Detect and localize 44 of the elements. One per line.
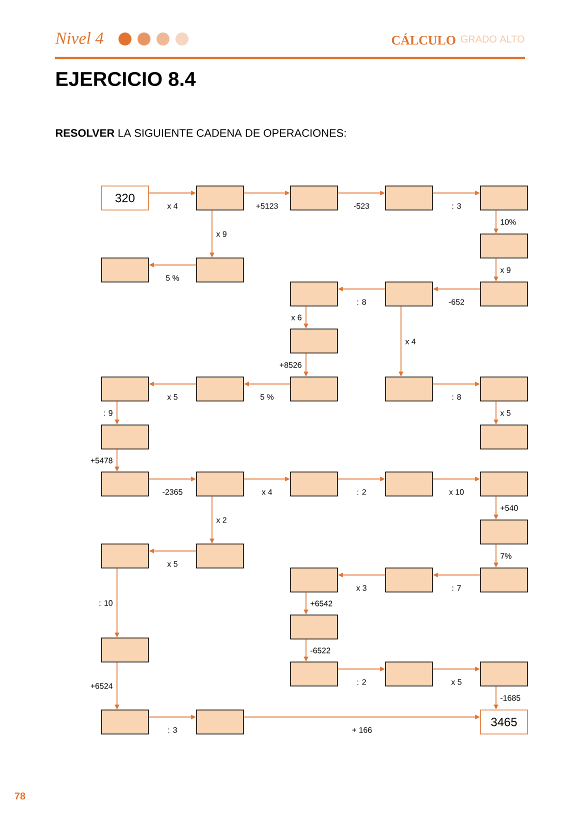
- number-box: 3465: [480, 710, 528, 734]
- answer-box: [196, 544, 244, 568]
- answer-box: [480, 282, 528, 306]
- answer-box: [196, 186, 244, 210]
- level-text: Nivel 4: [55, 32, 104, 44]
- answer-box: [480, 662, 528, 686]
- title: EJERCICIO 8.4: [56, 72, 196, 86]
- answer-box: [101, 472, 149, 496]
- subject-text: CÁLCULO: [392, 33, 456, 45]
- answer-box: [101, 710, 149, 734]
- answer-box: [385, 186, 433, 210]
- answer-box: [480, 186, 528, 210]
- answer-box: [196, 710, 244, 734]
- answer-box: [290, 662, 338, 686]
- answer-box: [385, 376, 433, 402]
- subject-text: GRADO ALTO: [460, 35, 524, 43]
- answer-box: [196, 258, 244, 282]
- answer-box: [480, 520, 528, 544]
- answer-box: [385, 568, 433, 592]
- answer-box: [101, 544, 149, 568]
- answer-box: [290, 568, 338, 592]
- answer-box: [101, 424, 149, 450]
- answer-box: [196, 472, 244, 496]
- answer-box: [480, 424, 528, 450]
- answer-box: [290, 328, 338, 354]
- answer-box: [290, 282, 338, 306]
- answer-box: [290, 376, 338, 402]
- answer-box: [385, 472, 433, 496]
- number-box: 320: [101, 186, 149, 210]
- instruction-text: RESOLVER LA SIGUIENTE CADENA DE OPERACIONES:: [56, 129, 346, 137]
- answer-box: [290, 472, 338, 496]
- answer-box: [385, 282, 433, 306]
- answer-box: [196, 376, 244, 402]
- answer-box: [480, 568, 528, 592]
- answer-box: [480, 472, 528, 496]
- answer-box: [101, 638, 149, 662]
- answer-box: [480, 234, 528, 258]
- answer-box: [101, 376, 149, 402]
- answer-box: [101, 258, 149, 282]
- page-number: 78: [14, 792, 26, 800]
- answer-box: [290, 614, 338, 640]
- answer-box: [480, 376, 528, 402]
- answer-box: [385, 662, 433, 686]
- answer-box: [290, 186, 338, 210]
